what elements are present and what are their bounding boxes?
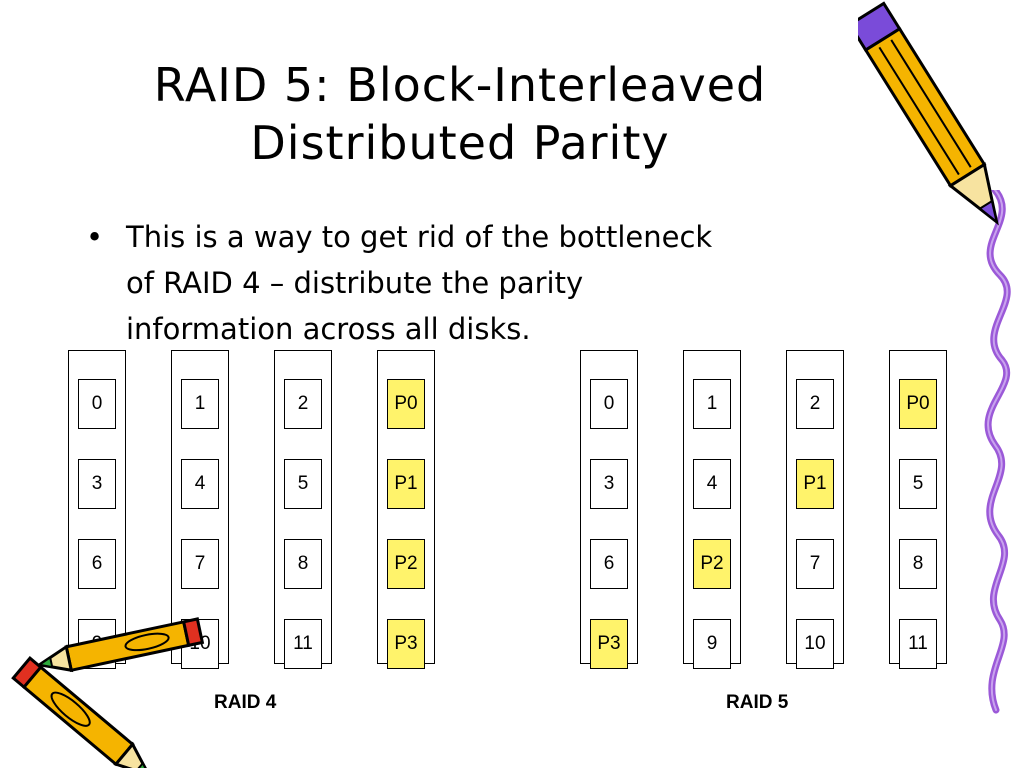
data-block: 2 [284,379,322,429]
parity-block: P1 [796,459,834,509]
raid4-disk-1: 14710 [171,350,229,669]
raid4-disk-2: 2 5 8 11 [274,350,332,669]
data-block: 8 [284,539,322,589]
data-block: 1 [693,379,731,429]
parity-block: P3 [387,619,425,669]
data-block: 7 [181,539,219,589]
data-block: 6 [590,539,628,589]
bullet-text-line: This is a way to get rid of the bottlene… [126,220,713,254]
data-block: 10 [796,619,834,669]
pencil-icon [858,1,999,226]
raid5-disk-3: P0 5 8 11 [889,350,947,669]
data-block: 5 [284,459,322,509]
raid4-label: RAID 4 [214,692,277,713]
bullet-text-line: of RAID 4 – distribute the parity [126,266,584,300]
slide-title: RAID 5: Block-Interleaved Distributed Pa… [60,56,860,172]
data-block: 11 [284,619,322,669]
parity-block: P2 [387,539,425,589]
bullet-item: • This is a way to get rid of the bottle… [84,214,914,352]
data-block: 11 [899,619,937,669]
parity-block: P0 [387,379,425,429]
data-block: 1 [181,379,219,429]
data-block: 5 [899,459,937,509]
data-block: 2 [796,379,834,429]
parity-block: P3 [590,619,628,669]
crossed-pencils-icon [11,617,205,768]
bullet-list: • This is a way to get rid of the bottle… [84,214,914,352]
data-block: 3 [78,459,116,509]
squiggle-line-decoration [984,190,1011,714]
data-block: 4 [181,459,219,509]
data-block: 3 [590,459,628,509]
title-line-1: RAID 5: Block-Interleaved [153,58,767,112]
bullet-text-line: information across all disks. [126,312,531,346]
raid5-label: RAID 5 [726,692,789,713]
data-block: 0 [78,379,116,429]
data-block: 4 [693,459,731,509]
data-block: 9 [693,619,731,669]
data-block: 6 [78,539,116,589]
title-line-2: Distributed Parity [250,116,670,170]
parity-block: P0 [899,379,937,429]
parity-block: P2 [693,539,731,589]
parity-block: P1 [387,459,425,509]
data-block: 0 [590,379,628,429]
data-block: 8 [899,539,937,589]
data-block: 7 [796,539,834,589]
bullet-dot: • [86,220,104,254]
